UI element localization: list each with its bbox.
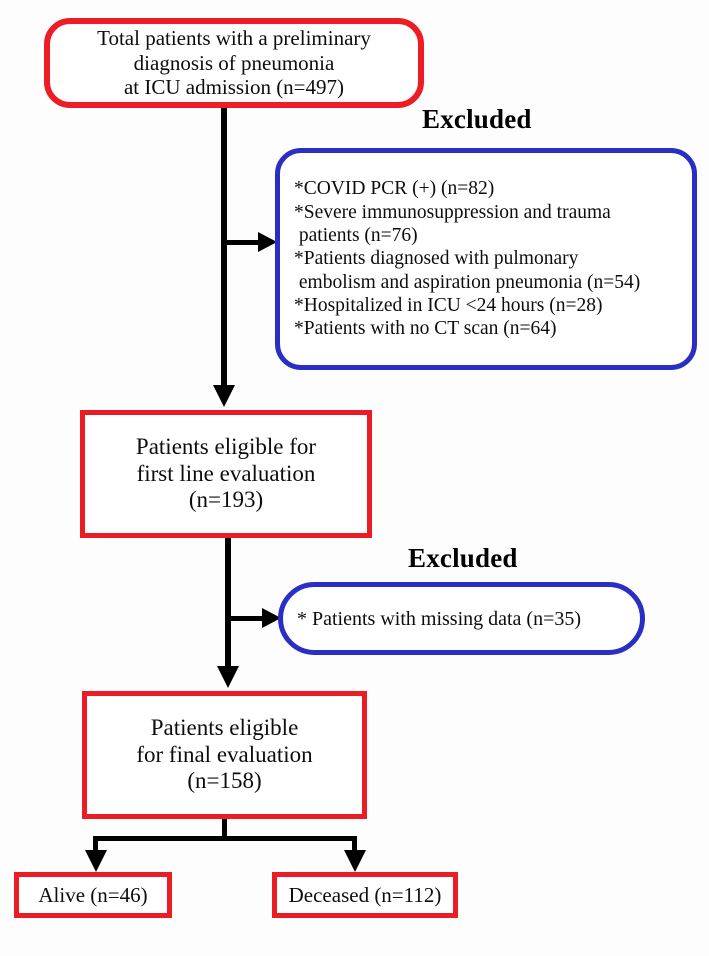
node-final-eligible-line-2: for final evaluation <box>136 741 313 767</box>
connector-branch-1 <box>224 240 260 245</box>
node-deceased: Deceased (n=112) <box>272 872 458 918</box>
node-total-patients-line-2: diagnosis of pneumonia <box>133 50 335 75</box>
node-first-line-eligible: Patients eligible for first line evaluat… <box>80 410 372 538</box>
node-deceased-label: Deceased (n=112) <box>288 882 442 907</box>
arrow-trunk-2-head <box>217 666 239 688</box>
node-first-line-eligible-line-2: first line evaluation <box>136 460 316 486</box>
node-total-patients-line-1: Total patients with a preliminary <box>97 26 371 51</box>
arrow-branch-2-head <box>262 608 281 628</box>
arrow-branch-1-head <box>258 232 277 252</box>
node-total-patients: Total patients with a preliminary diagno… <box>44 18 424 108</box>
excluded-heading-2: Excluded <box>408 543 518 573</box>
excluded-item-2-cont: patients (n=76) <box>294 224 418 246</box>
connector-trunk-2 <box>225 538 231 668</box>
connector-split-stem <box>222 819 227 838</box>
node-first-line-eligible-line-3: (n=193) <box>188 487 264 513</box>
node-total-patients-line-3: at ICU admission (n=497) <box>123 75 345 100</box>
node-excluded-list-1: *COVID PCR (+) (n=82) *Severe immunosupp… <box>275 148 697 370</box>
excluded-item-3-cont: embolism and aspiration pneumonia (n=54) <box>294 271 641 293</box>
arrow-alive-head <box>85 850 107 872</box>
excluded-item-3: *Patients diagnosed with pulmonary <box>294 248 579 270</box>
node-excluded-list-2: * Patients with missing data (n=35) <box>278 582 645 655</box>
connector-branch-2 <box>228 616 264 621</box>
node-alive: Alive (n=46) <box>14 872 172 918</box>
excluded-item-2: *Severe immunosuppression and trauma <box>294 201 611 223</box>
arrow-trunk-1-head <box>213 385 235 407</box>
connector-trunk-1 <box>221 108 227 386</box>
connector-split-right-drop <box>352 836 357 854</box>
node-alive-label: Alive (n=46) <box>38 882 148 907</box>
excluded-item-missing-data: * Patients with missing data (n=35) <box>297 607 582 630</box>
node-final-eligible-line-1: Patients eligible <box>150 714 299 740</box>
node-first-line-eligible-line-1: Patients eligible for <box>135 433 317 459</box>
node-final-eligible: Patients eligible for final evaluation (… <box>82 691 367 819</box>
excluded-item-5: *Patients with no CT scan (n=64) <box>294 318 557 340</box>
arrow-deceased-head <box>344 850 366 872</box>
excluded-item-4: *Hospitalized in ICU <24 hours (n=28) <box>294 295 603 317</box>
node-final-eligible-line-3: (n=158) <box>187 768 262 794</box>
connector-split-left-drop <box>93 836 98 854</box>
connector-split-bar <box>93 836 357 841</box>
excluded-heading-1: Excluded <box>422 104 532 134</box>
excluded-item-1: *COVID PCR (+) (n=82) <box>294 178 495 200</box>
